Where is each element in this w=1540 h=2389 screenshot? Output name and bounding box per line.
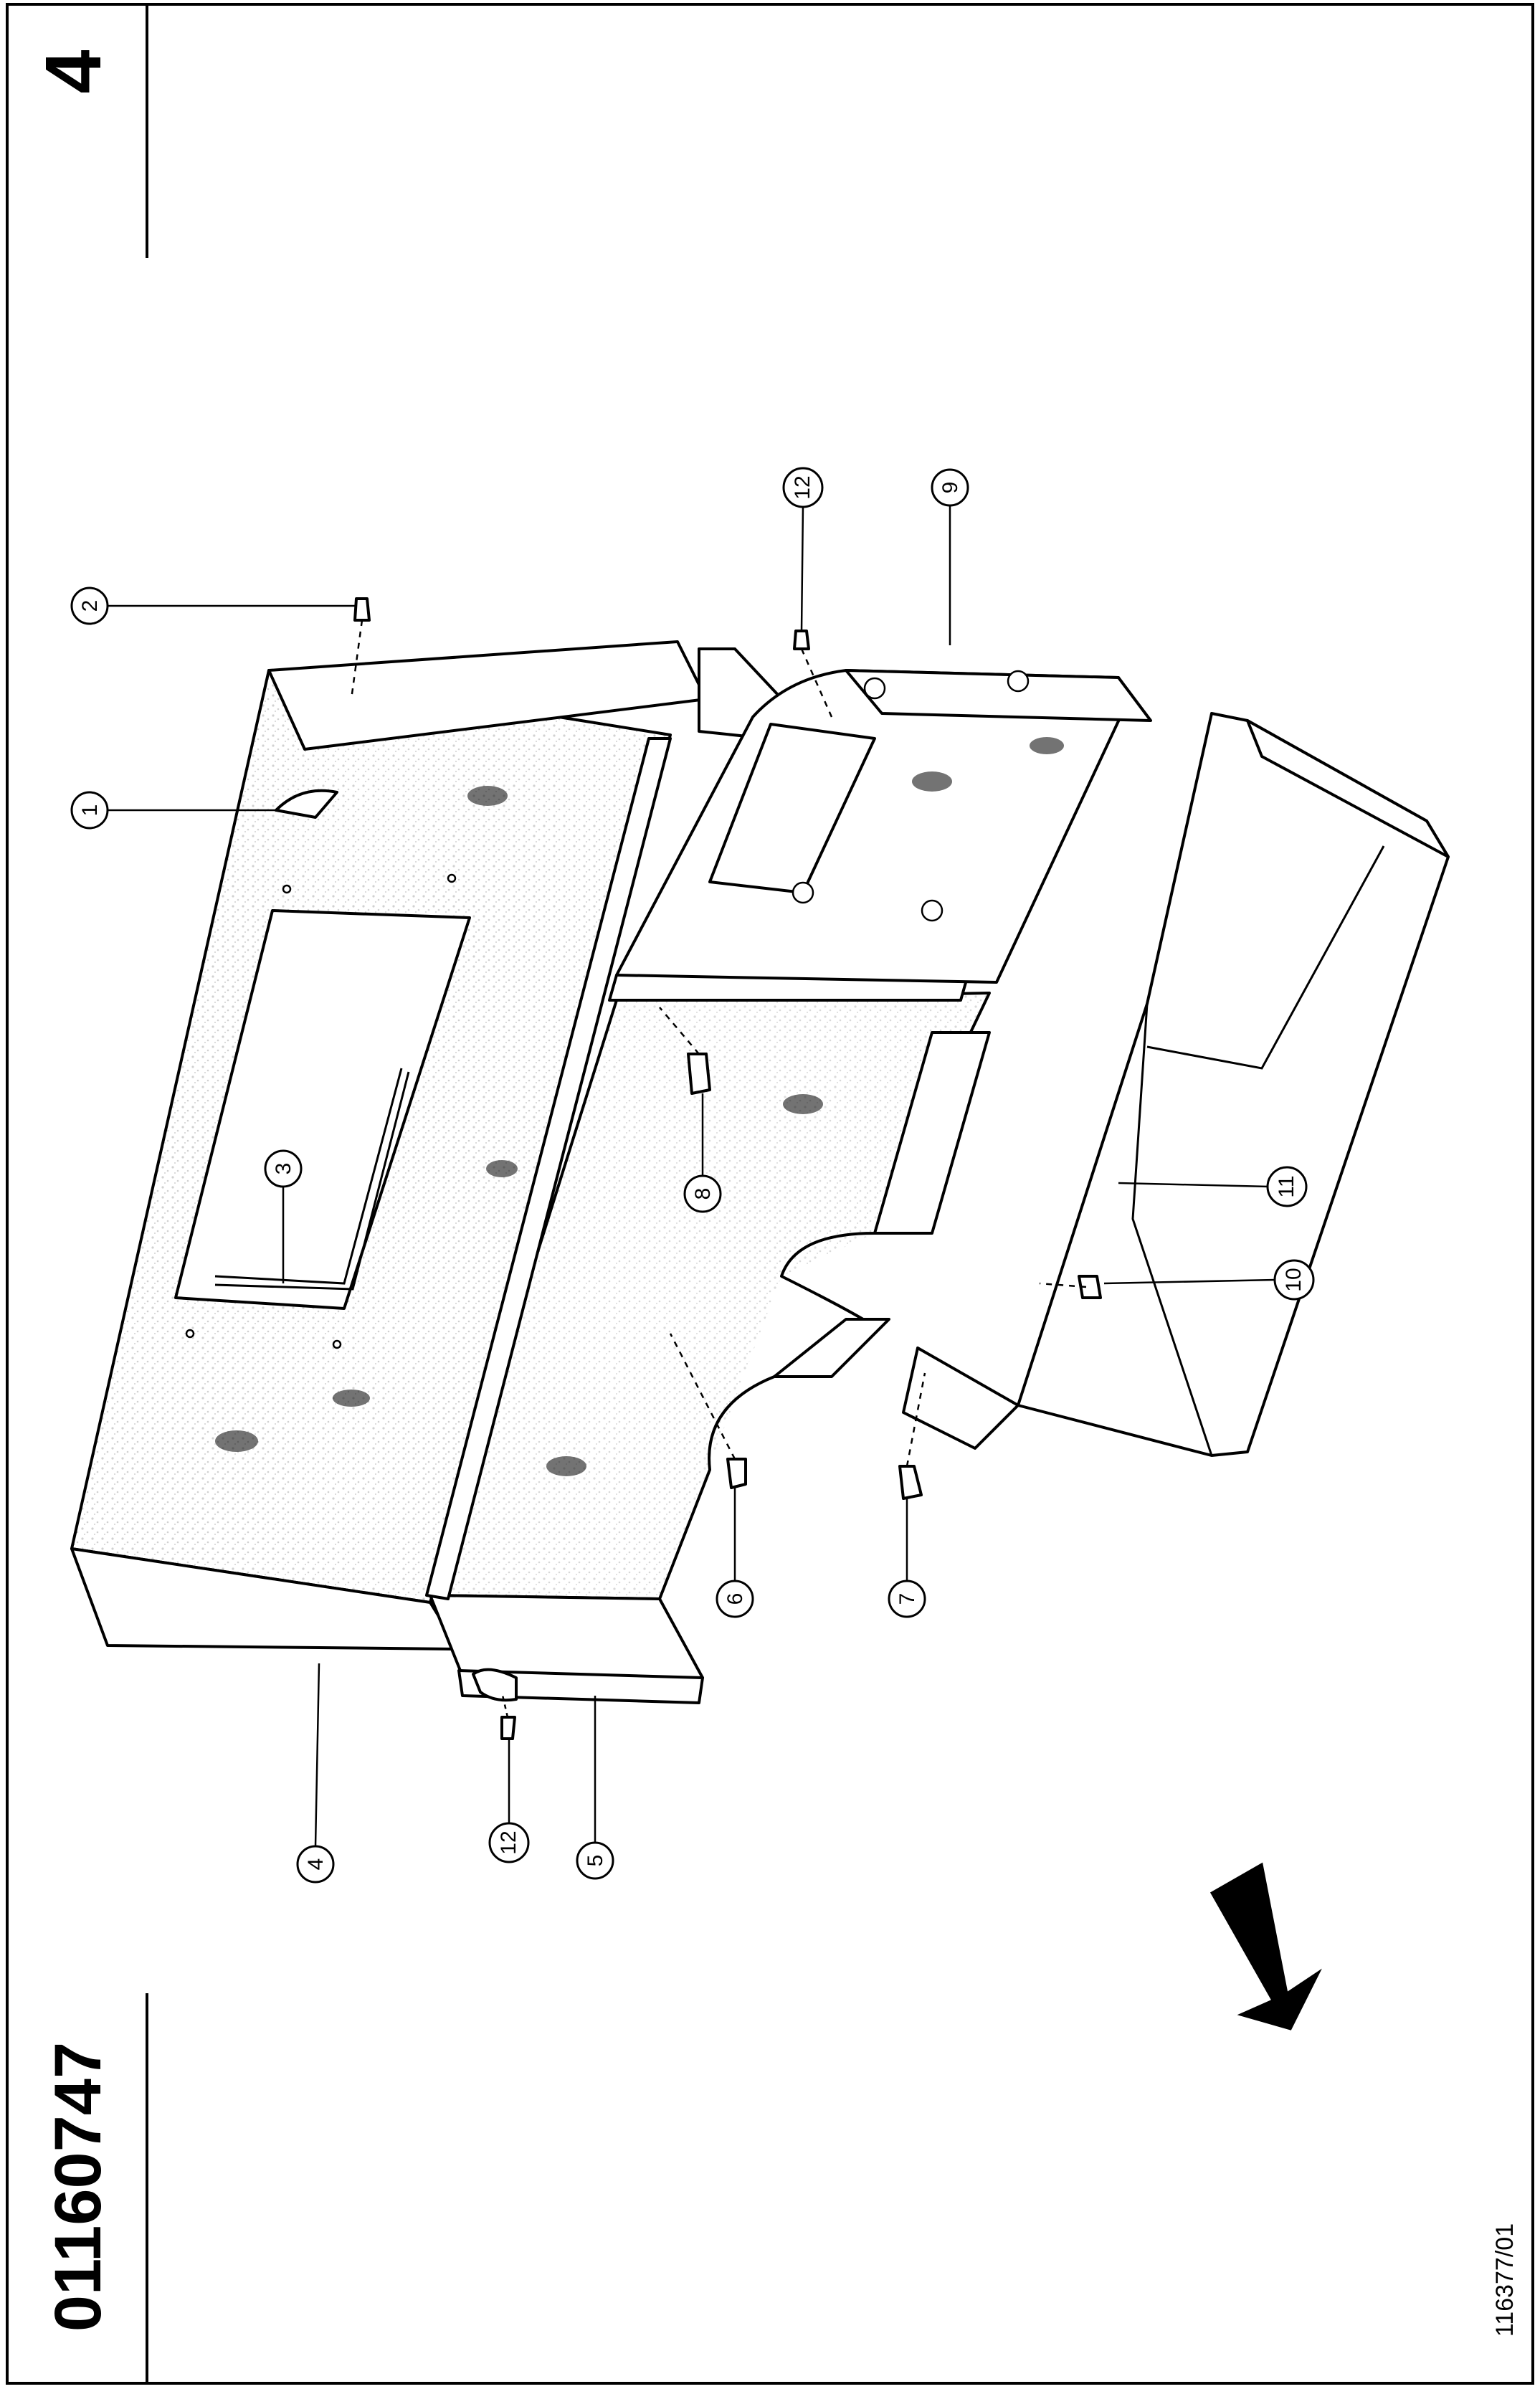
callout-1: 1 — [70, 791, 109, 830]
callout-12-top: 12 — [782, 467, 824, 508]
svg-text:12: 12 — [791, 475, 814, 499]
screw-part-7 — [898, 1372, 926, 1500]
svg-text:4: 4 — [304, 1858, 328, 1871]
screw-part-10 — [1039, 1275, 1102, 1299]
screw-part-8 — [659, 1007, 711, 1095]
part-1-badge — [275, 789, 338, 819]
callout-5: 5 — [576, 1841, 614, 1880]
svg-text:7: 7 — [895, 1593, 919, 1605]
leader-lines — [108, 505, 1277, 1847]
screw-part-2 — [350, 597, 371, 700]
part-4-cover-panel — [70, 669, 672, 1651]
screw-part-12-bottom — [472, 1668, 518, 1740]
callout-7: 7 — [888, 1580, 926, 1618]
svg-text:6: 6 — [723, 1593, 747, 1605]
callout-3: 3 — [264, 1149, 303, 1188]
svg-text:12: 12 — [497, 1830, 521, 1854]
part-11-tray — [902, 712, 1450, 1457]
direction-arrow-icon — [1209, 1862, 1322, 2031]
callout-8: 8 — [683, 1174, 722, 1213]
callout-9: 9 — [931, 468, 969, 507]
svg-text:11: 11 — [1275, 1175, 1298, 1197]
part-5-inner-panel — [429, 992, 991, 1704]
page-number: 4 — [29, 49, 118, 93]
part-9-side-panel — [615, 647, 1152, 984]
callout-6: 6 — [716, 1580, 754, 1618]
screw-part-6 — [669, 1333, 747, 1489]
callout-11: 11 — [1266, 1166, 1308, 1207]
callout-12-bottom: 12 — [488, 1822, 530, 1863]
svg-text:9: 9 — [938, 482, 962, 494]
svg-text:10: 10 — [1282, 1268, 1306, 1291]
screw-part-12-top — [793, 630, 833, 718]
drawing-id: 116377/01 — [1491, 2223, 1518, 2337]
part-number: 01160747 — [42, 2042, 115, 2332]
callout-10: 10 — [1273, 1259, 1315, 1301]
svg-text:5: 5 — [584, 1855, 607, 1867]
sheet-border — [6, 3, 1534, 2385]
callout-4: 4 — [296, 1845, 335, 1884]
callout-2: 2 — [70, 586, 109, 625]
svg-text:8: 8 — [691, 1188, 715, 1200]
svg-text:2: 2 — [78, 600, 102, 612]
svg-text:3: 3 — [272, 1163, 295, 1175]
svg-text:1: 1 — [78, 804, 102, 817]
